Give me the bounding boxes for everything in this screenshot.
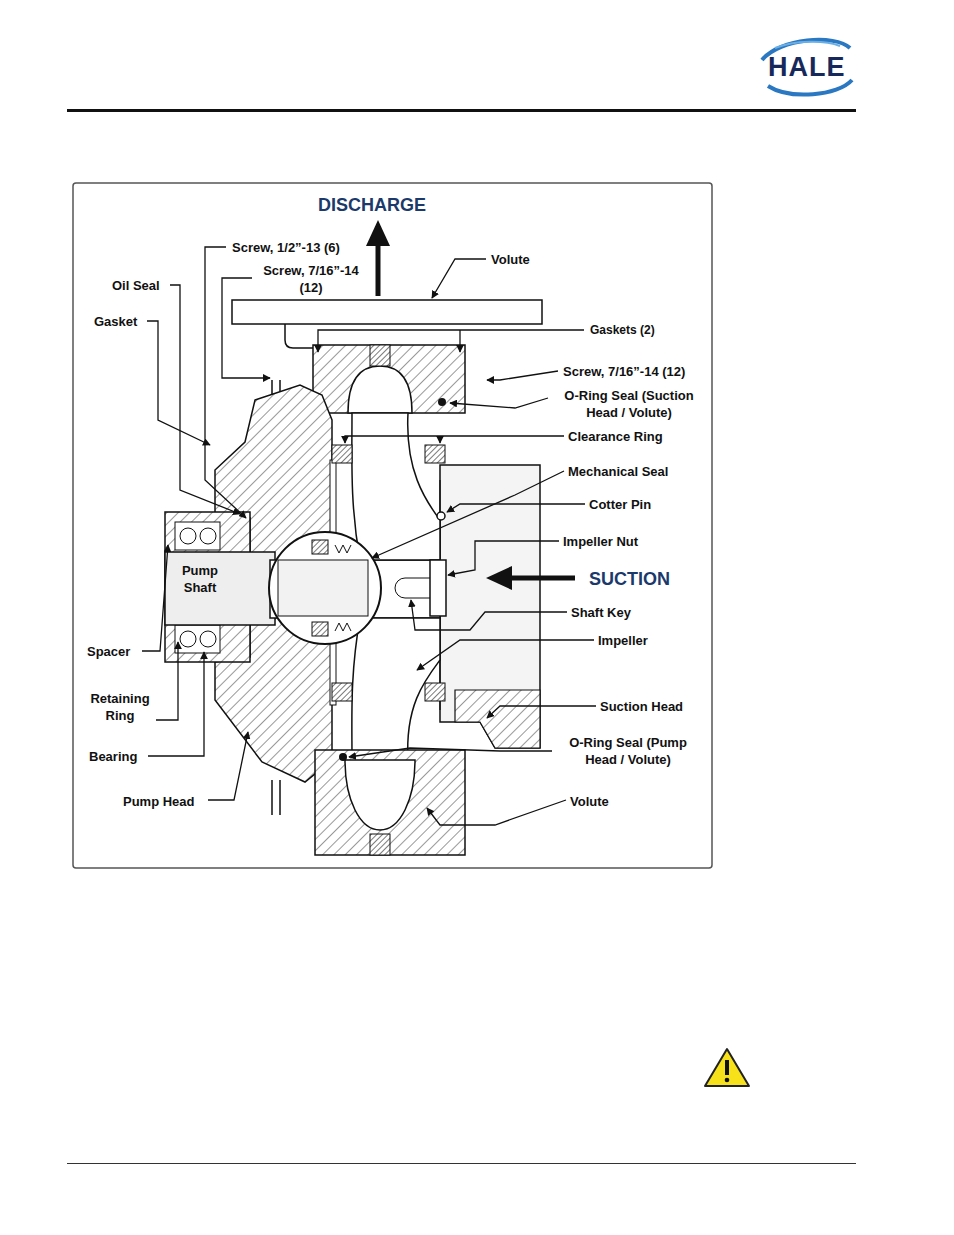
- suction-arrowhead: [486, 566, 512, 590]
- part-label: Screw, 7/16”-14 (12): [563, 363, 685, 380]
- impeller-nut: [430, 560, 446, 616]
- bearing-ball: [180, 631, 196, 647]
- bearing-ball: [200, 631, 216, 647]
- warning-symbol: [705, 1049, 749, 1086]
- part-label: Spacer: [87, 643, 130, 660]
- clearance-ring: [425, 445, 445, 463]
- hale-logo: [775, 42, 840, 48]
- pipe-elbow: [285, 324, 313, 348]
- part-label: Impeller: [598, 632, 648, 649]
- seal-ring: [312, 622, 328, 636]
- pump-shaft: [165, 552, 275, 625]
- suction-arrow: [510, 576, 575, 581]
- leader-line: [417, 640, 594, 670]
- volute-upper: [313, 345, 465, 413]
- seal-shaft: [278, 560, 368, 616]
- part-label: Cotter Pin: [589, 496, 651, 513]
- bearing-lower: [175, 625, 220, 653]
- figure-frame: [73, 183, 712, 868]
- part-label: Pump Shaft: [172, 562, 228, 596]
- header-rule: [67, 109, 856, 112]
- part-label: O-Ring Seal (Pump Head / Volute): [553, 734, 703, 768]
- leader-line: [318, 330, 584, 352]
- brand-logo-text: HALE: [768, 52, 846, 82]
- warning-symbol: [705, 1049, 749, 1086]
- warning-symbol: [725, 1078, 730, 1083]
- bearing-ball: [200, 528, 216, 544]
- mechanical-seal-detail: [269, 532, 381, 644]
- leader-line: [487, 371, 558, 380]
- leader-line: [156, 642, 178, 720]
- clearance-ring: [332, 683, 352, 701]
- leader-line: [147, 321, 210, 445]
- leader-line: [448, 541, 559, 575]
- clearance-ring: [332, 445, 352, 463]
- leader-line: [349, 748, 552, 757]
- leader-line: [142, 545, 168, 651]
- suction-head-section: [455, 690, 540, 748]
- part-label: Mechanical Seal: [568, 463, 668, 480]
- volute-passage: [345, 760, 415, 830]
- leader-line: [148, 652, 204, 756]
- leader-line: [439, 436, 440, 443]
- leader-line: [205, 247, 246, 518]
- leader-line: [208, 732, 248, 800]
- footer-rule: [67, 1163, 856, 1164]
- part-label: Impeller Nut: [563, 533, 638, 550]
- leader-line: [222, 278, 270, 378]
- leader-line: [372, 471, 564, 558]
- part-label: Retaining Ring: [84, 690, 156, 724]
- part-label: Pump Head: [123, 793, 195, 810]
- part-label: O-Ring Seal (Suction Head / Volute): [548, 387, 710, 421]
- cotter-pin: [437, 512, 445, 520]
- leader-line: [447, 504, 585, 512]
- volute-plate: [232, 300, 542, 324]
- leader-line: [427, 800, 566, 825]
- volute-passage: [348, 366, 412, 413]
- bearing-upper: [175, 522, 220, 550]
- leader-line: [459, 330, 460, 352]
- part-label: Gasket: [94, 313, 137, 330]
- volute-thread: [370, 834, 390, 855]
- part-label: Volute: [570, 793, 609, 810]
- o-ring: [438, 398, 446, 406]
- part-label: Volute: [491, 251, 530, 268]
- part-label: Bearing: [89, 748, 137, 765]
- o-ring: [339, 753, 347, 761]
- drain-pipe: [272, 780, 280, 815]
- hale-logo: [762, 40, 852, 95]
- part-label: Screw, 1/2”-13 (6): [232, 239, 340, 256]
- flow-label: SUCTION: [589, 568, 670, 590]
- bearing-ball: [180, 528, 196, 544]
- leader-line: [170, 285, 240, 514]
- part-label: Oil Seal: [112, 277, 160, 294]
- leader-line: [411, 600, 567, 630]
- leader-line: [487, 706, 596, 718]
- hale-logo: [768, 80, 852, 95]
- part-label: Clearance Ring: [568, 428, 663, 445]
- seal-ring: [312, 540, 328, 554]
- part-label: Suction Head: [600, 698, 683, 715]
- impeller-upper: [352, 413, 440, 560]
- discharge-thread: [370, 345, 390, 366]
- leader-line: [345, 436, 564, 443]
- volute-lower: [315, 750, 465, 855]
- flow-label: DISCHARGE: [318, 194, 426, 216]
- part-label: Gaskets (2): [590, 322, 655, 339]
- seal-spring: [335, 545, 351, 631]
- part-label: Shaft Key: [571, 604, 631, 621]
- clearance-ring: [425, 683, 445, 701]
- warning-symbol: [725, 1060, 729, 1075]
- leader-line: [432, 259, 486, 298]
- leader-line: [450, 398, 548, 408]
- discharge-arrowhead: [366, 220, 390, 246]
- leader-line: [142, 247, 596, 825]
- part-label: Screw, 7/16”-14 (12): [254, 262, 368, 296]
- shaft-end: [270, 560, 440, 618]
